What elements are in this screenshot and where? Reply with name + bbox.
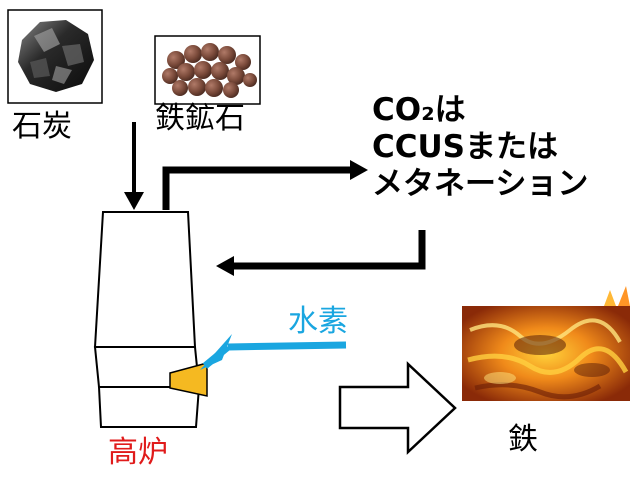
iron-label: 鉄 xyxy=(508,422,538,457)
hydrogen-arrow xyxy=(200,334,347,370)
iron-ore-image xyxy=(154,35,261,105)
coal-label: 石炭 xyxy=(12,109,72,144)
gas-outlet-arrow xyxy=(162,160,368,210)
molten-iron-image xyxy=(462,286,630,401)
output-arrow xyxy=(338,361,457,455)
hydrogen-label: 水素 xyxy=(288,304,348,339)
iron-ore-label: 鉄鉱石 xyxy=(155,101,245,136)
iron-ore-pellets-icon xyxy=(162,43,257,98)
tuyere xyxy=(169,362,208,397)
co2-treatment-label: CO₂は CCUSまたは メタネーション xyxy=(372,92,588,204)
coal-image xyxy=(7,9,103,104)
coal-input-arrow xyxy=(124,122,144,210)
blast-furnace-label: 高炉 xyxy=(108,435,168,470)
return-gas-arrow xyxy=(216,230,426,276)
co2-label-line3: メタネーション xyxy=(372,166,589,203)
co2-label-line1: CO₂は xyxy=(372,92,466,128)
co2-label-line2: CCUSまたは xyxy=(372,129,558,166)
coal-lump-icon xyxy=(18,20,94,92)
blast-furnace xyxy=(93,211,208,428)
molten-iron-icon xyxy=(467,286,630,400)
